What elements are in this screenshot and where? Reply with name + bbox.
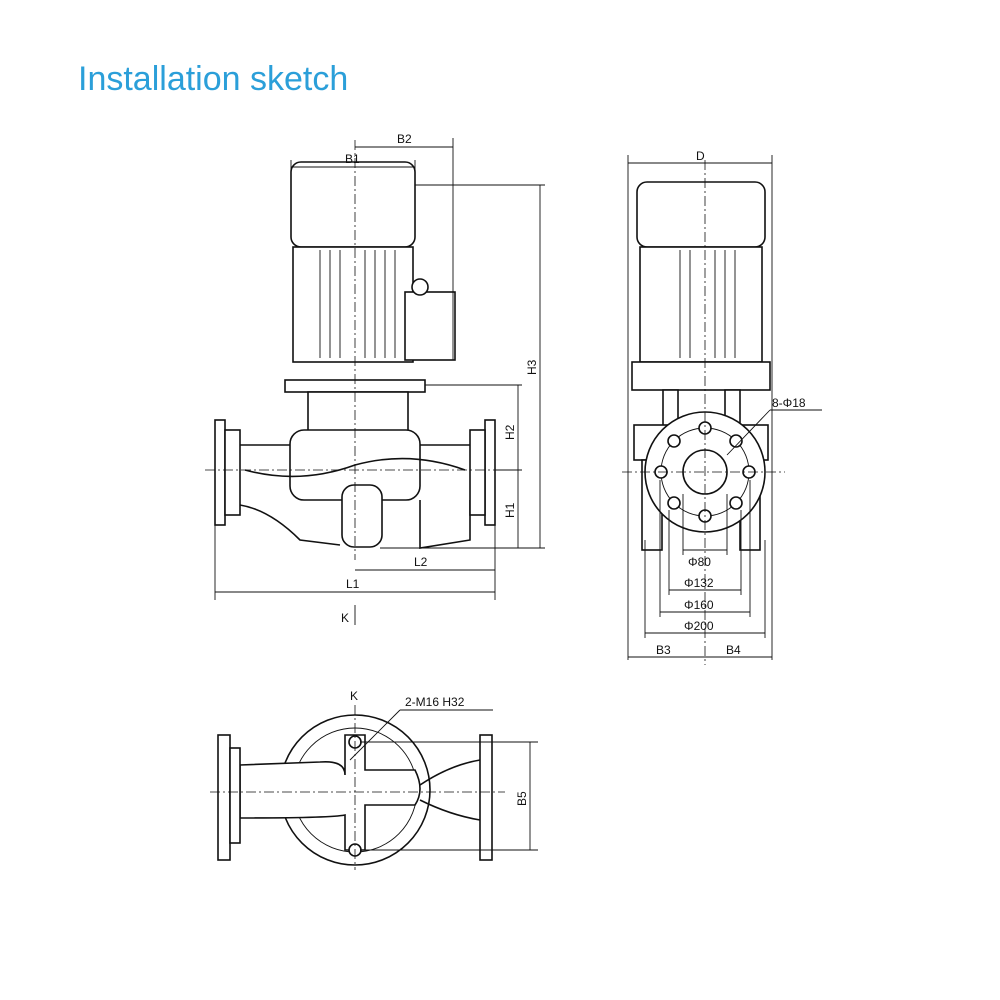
mount-bolts-label: 2-M16 H32 — [405, 695, 465, 709]
dim-b5: B5 — [515, 791, 529, 806]
side-view: D 8-Φ18 Φ80 Φ132 Φ160 Φ200 B3 B4 — [622, 149, 822, 665]
view-k-top-label: K — [350, 689, 358, 703]
bolt-holes-label: 8-Φ18 — [772, 396, 806, 410]
dim-b1: B1 — [345, 152, 360, 166]
dim-h3: H3 — [525, 359, 539, 375]
dim-phi200: Φ200 — [684, 619, 714, 633]
dim-b2: B2 — [397, 132, 412, 146]
view-k-label: K — [341, 611, 349, 625]
dim-h1: H1 — [503, 502, 517, 518]
dim-d: D — [696, 149, 705, 163]
front-view: B2 B1 H3 H2 H1 L2 L1 K — [205, 132, 545, 625]
dim-phi132: Φ132 — [684, 576, 714, 590]
top-view: K 2-M16 H32 B5 — [210, 689, 538, 870]
dim-h2: H2 — [503, 424, 517, 440]
dim-b4: B4 — [726, 643, 741, 657]
dim-l1: L1 — [346, 577, 360, 591]
dim-l2: L2 — [414, 555, 428, 569]
dim-phi80: Φ80 — [688, 555, 711, 569]
dim-phi160: Φ160 — [684, 598, 714, 612]
page-title: Installation sketch — [78, 60, 349, 98]
dim-b3: B3 — [656, 643, 671, 657]
